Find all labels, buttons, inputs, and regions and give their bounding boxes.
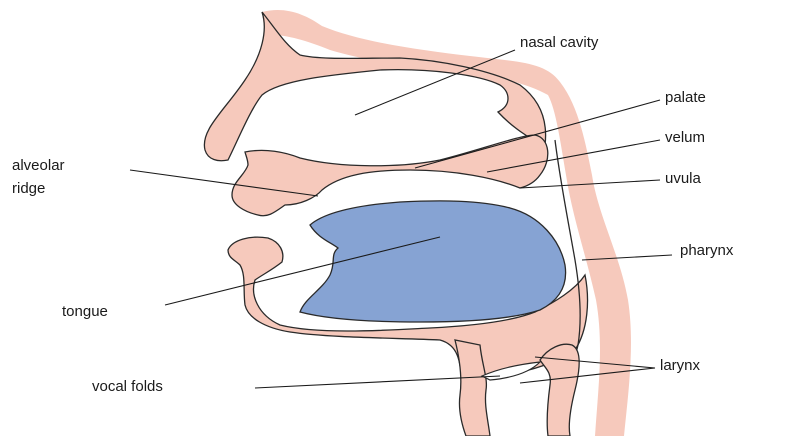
label-velum: velum xyxy=(665,129,705,147)
leader-larynx-lower xyxy=(520,368,655,383)
label-larynx: larynx xyxy=(660,357,700,375)
nose-upper-face xyxy=(204,12,545,161)
label-tongue: tongue xyxy=(62,303,108,321)
label-uvula: uvula xyxy=(665,170,701,188)
label-nasal-cavity: nasal cavity xyxy=(520,34,598,52)
label-pharynx: pharynx xyxy=(680,242,733,260)
label-ridge: ridge xyxy=(12,180,45,198)
label-palate: palate xyxy=(665,89,706,107)
label-alveolar: alveolar xyxy=(12,157,65,175)
label-vocal-folds: vocal folds xyxy=(92,378,163,396)
